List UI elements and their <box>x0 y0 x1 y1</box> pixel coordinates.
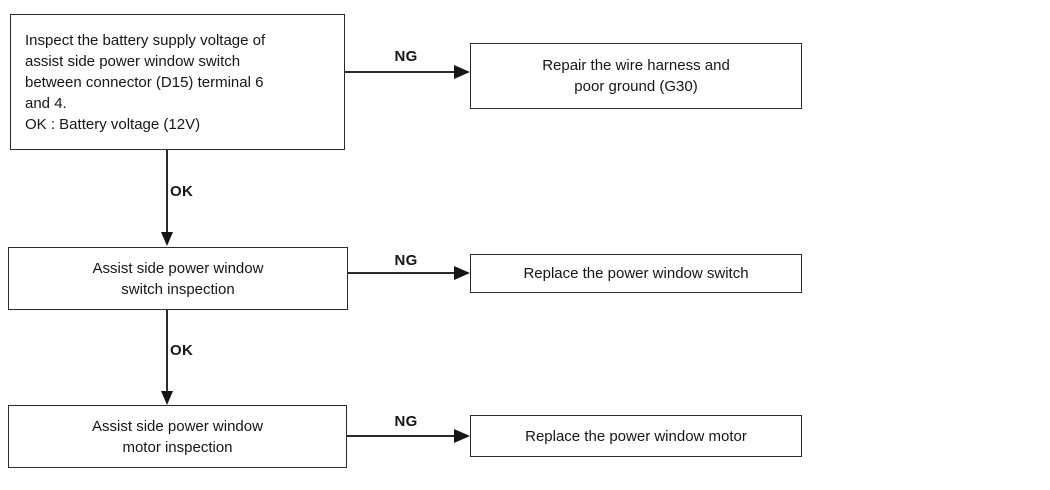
node-text-line: OK : Battery voltage (12V) <box>25 116 201 133</box>
node-inspect-battery-voltage: Inspect the battery supply voltage of as… <box>10 14 345 150</box>
node-text-line: and 4. <box>25 95 67 112</box>
ok-arrowhead-2 <box>161 391 173 405</box>
ok-label-1: OK <box>170 183 194 200</box>
node-text-line: Assist side power window <box>92 417 263 435</box>
ng-arrow-line-2 <box>348 272 454 274</box>
node-repair-wire-harness: Repair the wire harness and poor ground … <box>470 43 802 109</box>
node-text-line: Assist side power window <box>92 259 264 277</box>
node-text-line: Replace the power window motor <box>525 427 747 445</box>
node-motor-inspection: Assist side power window motor inspectio… <box>8 405 347 468</box>
ok-arrowhead-1 <box>161 232 173 246</box>
node-switch-inspection: Assist side power window switch inspecti… <box>8 247 348 310</box>
ng-arrowhead-1 <box>454 65 470 79</box>
node-text-line: Inspect the battery supply voltage of <box>25 32 266 49</box>
node-text-line: Repair the wire harness and <box>542 57 730 74</box>
ok-arrow-line-2 <box>166 310 168 391</box>
node-text-line: Replace the power window switch <box>523 265 749 282</box>
node-text-line: between connector (D15) terminal 6 <box>25 74 264 91</box>
ng-label-2: NG <box>394 252 418 269</box>
ng-label-1: NG <box>394 48 418 65</box>
ng-arrow-line-1 <box>345 71 454 73</box>
node-text-line: motor inspection <box>122 438 233 456</box>
node-text-line: switch inspection <box>121 280 235 298</box>
ok-label-2: OK <box>170 342 194 359</box>
ng-label-3: NG <box>394 413 418 430</box>
ok-arrow-line-1 <box>166 150 168 232</box>
ng-arrowhead-3 <box>454 429 470 443</box>
ng-arrow-line-3 <box>347 435 454 437</box>
node-replace-window-switch: Replace the power window switch <box>470 254 802 293</box>
node-text-line: poor ground (G30) <box>574 78 698 95</box>
ng-arrowhead-2 <box>454 266 470 280</box>
node-replace-window-motor: Replace the power window motor <box>470 415 802 457</box>
node-text-line: assist side power window switch <box>25 53 241 70</box>
